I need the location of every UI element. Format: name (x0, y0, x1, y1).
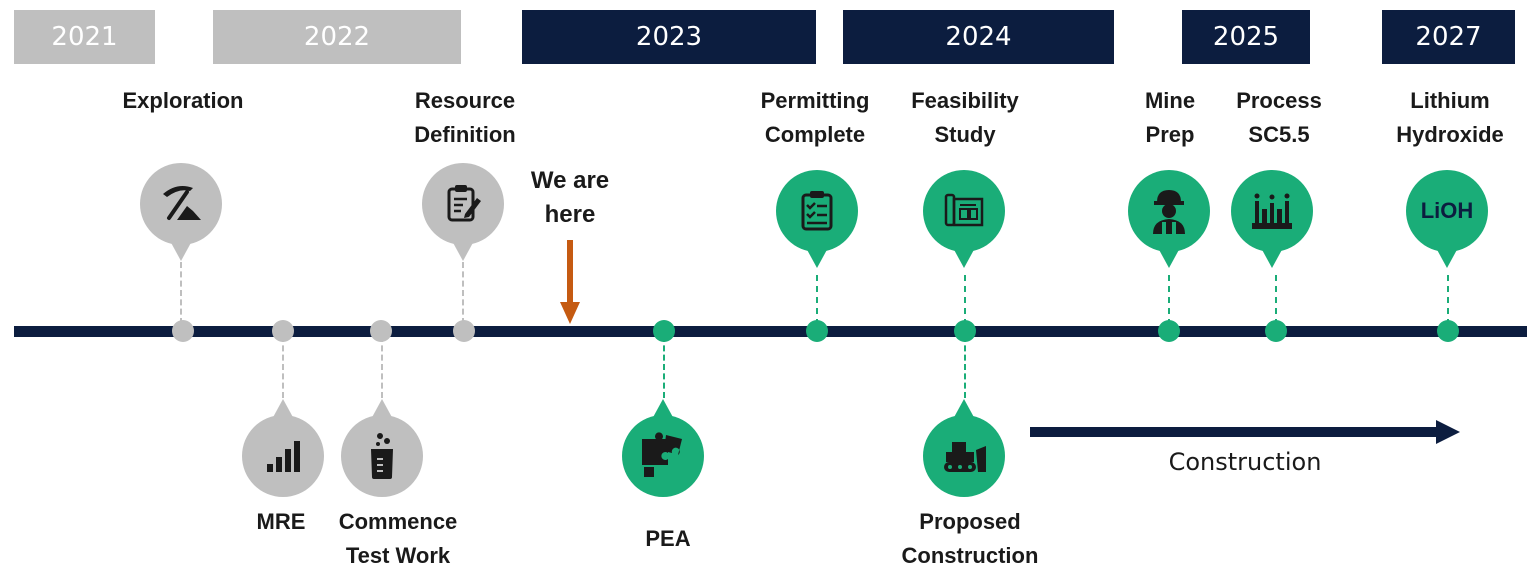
pin-process (1231, 170, 1313, 268)
pin-feasibility (923, 170, 1005, 268)
checklist-icon (801, 191, 833, 231)
timeline-dot-resource-definition (453, 320, 475, 342)
stem-process (1275, 275, 1277, 325)
pickaxe-icon (163, 186, 201, 220)
beaker-icon (371, 433, 393, 479)
clipboard-pencil-icon (447, 185, 481, 222)
year-tab-2024: 2024 (843, 10, 1114, 64)
worker-icon (1153, 190, 1185, 234)
timeline-dot-feasibility (954, 320, 976, 342)
stem-lithium (1447, 275, 1449, 325)
stem-exploration (180, 262, 182, 324)
timeline-dot-pea (653, 320, 675, 342)
we-are-here-label: We are here (530, 167, 610, 228)
year-tab-2027: 2027 (1382, 10, 1515, 64)
timeline-dot-mine-prep (1158, 320, 1180, 342)
factory-icon (1252, 193, 1292, 229)
pin-permitting (776, 170, 858, 268)
bulldozer-icon (944, 442, 986, 472)
stem-pea (663, 336, 665, 398)
stem-resource-definition (462, 262, 464, 324)
timeline-bar (14, 326, 1527, 337)
we-are-here-arrow-icon (560, 240, 580, 324)
stem-permitting (816, 275, 818, 325)
pin-pea (622, 399, 704, 497)
timeline-dot-lithium (1437, 320, 1459, 342)
stem-feasibility (964, 275, 966, 325)
lioh-icon-text: LiOH (1420, 198, 1474, 223)
milestone-label-mre: MRE (256, 509, 306, 534)
timeline-dot-exploration (172, 320, 194, 342)
pin-mre (242, 399, 324, 497)
stem-proposed-construction (964, 336, 966, 398)
milestone-label-resource-definition: Resource Definition (414, 88, 516, 147)
timeline-dot-process (1265, 320, 1287, 342)
year-tab-2021: 2021 (14, 10, 155, 64)
milestone-label-feasibility: Feasibility Study (911, 88, 1019, 147)
timeline-dot-mre (272, 320, 294, 342)
milestone-label-pea: PEA (645, 526, 691, 551)
construction-label: Construction (1168, 448, 1322, 476)
timeline-dot-test-work (370, 320, 392, 342)
milestone-label-mine-prep: Mine Prep (1144, 88, 1196, 147)
milestone-label-test-work: Commence Test Work (338, 509, 458, 568)
pin-lithium: LiOH (1406, 170, 1488, 268)
pin-proposed-construction (923, 399, 1005, 497)
pin-test-work (341, 399, 423, 497)
puzzle-icon (642, 432, 682, 477)
milestone-label-exploration: Exploration (122, 88, 244, 113)
timeline-dot-permitting (806, 320, 828, 342)
blueprint-icon (944, 193, 984, 227)
year-tab-2025: 2025 (1182, 10, 1310, 64)
stem-test-work (381, 336, 383, 398)
milestone-label-process: Process SC5.5 (1236, 88, 1322, 147)
stem-mre (282, 336, 284, 398)
milestone-label-proposed-construction: Proposed Construction (901, 509, 1039, 568)
stem-mine-prep (1168, 275, 1170, 325)
pin-exploration (140, 163, 222, 261)
year-tab-2022: 2022 (213, 10, 461, 64)
construction-arrow-icon (1030, 420, 1460, 444)
year-tab-2023: 2023 (522, 10, 816, 64)
milestone-label-permitting: Permitting Complete (760, 88, 870, 147)
bar-chart-icon (267, 441, 300, 472)
milestone-label-lithium: Lithium Hydroxide (1396, 88, 1504, 147)
pin-resource-definition (422, 163, 504, 261)
pin-mine-prep (1128, 170, 1210, 268)
